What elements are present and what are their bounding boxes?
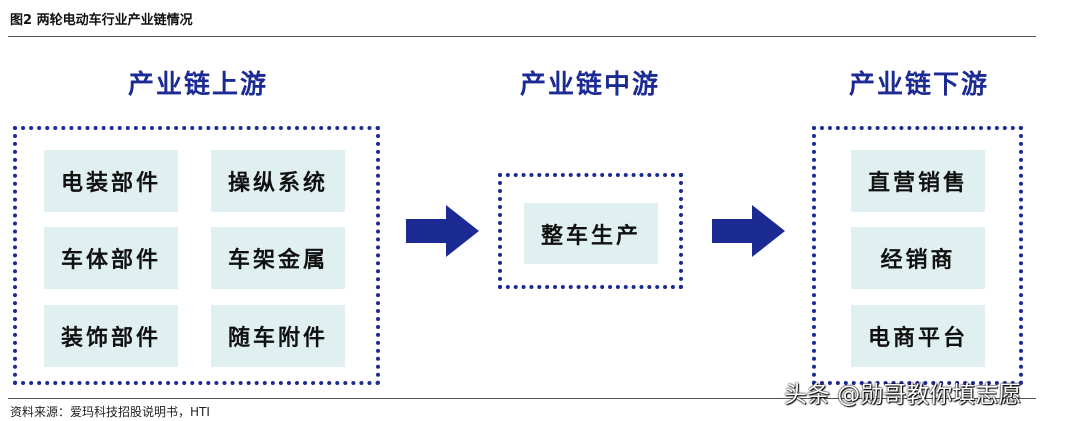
downstream-title: 产业链下游 <box>848 70 989 100</box>
upstream-item: 车体部件 <box>44 227 178 289</box>
downstream-container: 直营销售 经销商 电商平台 <box>812 126 1023 385</box>
watermark: 头条 @勋哥教你填志愿 <box>784 382 1022 408</box>
bottom-divider <box>8 398 1036 399</box>
midstream-title: 产业链中游 <box>519 70 660 100</box>
figure-title: 图2 两轮电动车行业产业链情况 <box>10 13 193 28</box>
midstream-container: 整车生产 <box>498 173 683 289</box>
upstream-item: 装饰部件 <box>44 305 178 367</box>
upstream-container: 电装部件 操纵系统 车体部件 车架金属 装饰部件 随车附件 <box>13 126 380 385</box>
top-divider <box>8 36 1036 37</box>
source-note: 资料来源：爱玛科技招股说明书，HTI <box>10 405 210 419</box>
right-arrow-icon <box>712 205 785 257</box>
midstream-item: 整车生产 <box>524 203 658 264</box>
downstream-item: 电商平台 <box>851 305 985 367</box>
upstream-item: 随车附件 <box>211 305 345 367</box>
downstream-item: 直营销售 <box>851 150 985 212</box>
right-arrow-icon <box>406 205 479 257</box>
downstream-item: 经销商 <box>851 227 985 289</box>
upstream-item: 操纵系统 <box>211 150 345 212</box>
upstream-item: 车架金属 <box>211 227 345 289</box>
upstream-item: 电装部件 <box>44 150 178 212</box>
upstream-title: 产业链上游 <box>127 70 268 100</box>
